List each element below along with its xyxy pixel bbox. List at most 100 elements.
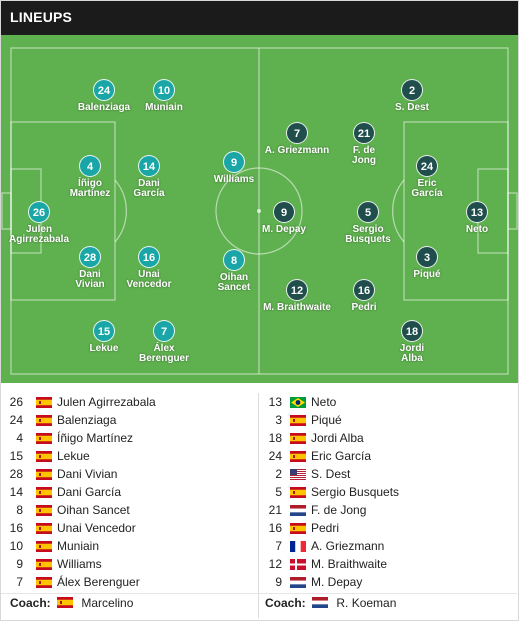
player-number: 7 [16, 575, 23, 589]
lineup-row[interactable]: 28 Dani Vivian [1, 465, 256, 483]
lineup-row[interactable]: 7 A. Griezmann [260, 537, 515, 555]
netherlands-flag-icon [290, 505, 306, 516]
away-coach: Coach: R. Koeman [265, 596, 396, 610]
spain-flag-icon [36, 397, 52, 408]
player-name[interactable]: Lekue [57, 449, 90, 463]
pitch-player-away-4[interactable]: 3 Piqué [382, 246, 472, 280]
player-name: M. Braithwaite [263, 302, 331, 313]
pitch-player-home-8[interactable]: 10 Muniain [119, 79, 209, 113]
pitch-player-away-9[interactable]: 7 A. Griezmann [252, 122, 342, 156]
player-number: 24 [416, 155, 438, 177]
spain-flag-icon [36, 469, 52, 480]
player-name[interactable]: M. Braithwaite [311, 557, 388, 571]
player-number: 9 [273, 201, 295, 223]
lineup-row[interactable]: 9 M. Depay [260, 573, 515, 591]
lineup-row[interactable]: 7 Álex Berenguer [1, 573, 256, 591]
player-name: S. Dest [395, 102, 429, 113]
player-name[interactable]: Julen Agirrezabala [57, 395, 156, 409]
coach-name[interactable]: R. Koeman [336, 596, 397, 610]
player-number: 7 [153, 320, 175, 342]
player-number: 5 [275, 485, 282, 499]
player-number: 8 [223, 249, 245, 271]
lineups-title: LINEUPS [10, 9, 73, 25]
spain-flag-icon [36, 487, 52, 498]
coach-name[interactable]: Marcelino [81, 596, 134, 610]
player-name[interactable]: M. Depay [311, 575, 363, 589]
player-number: 28 [9, 467, 23, 481]
player-name[interactable]: Jordi Alba [311, 431, 364, 445]
player-name[interactable]: S. Dest [311, 467, 351, 481]
player-name[interactable]: Pedri [311, 521, 340, 535]
player-number: 4 [16, 431, 23, 445]
player-name: Muniain [145, 102, 183, 113]
player-name[interactable]: Balenziaga [57, 413, 117, 427]
spain-flag-icon [36, 559, 52, 570]
pitch-player-away-8[interactable]: 16 Pedri [319, 279, 409, 313]
pitch-player-home-2[interactable]: 24 Balenziaga [59, 79, 149, 113]
player-name[interactable]: Neto [311, 395, 337, 409]
player-name[interactable]: Dani García [57, 485, 122, 499]
player-name[interactable]: Dani Vivian [57, 467, 118, 481]
player-number: 16 [138, 246, 160, 268]
player-name[interactable]: Oihan Sancet [57, 503, 130, 517]
pitch-player-away-11[interactable]: 12 M. Braithwaite [252, 279, 342, 313]
player-number: 18 [401, 320, 423, 342]
player-number: 26 [28, 201, 50, 223]
spain-flag-icon [36, 415, 52, 426]
player-name[interactable]: Piqué [311, 413, 342, 427]
pitch-player-home-5[interactable]: 15 Lekue [59, 320, 149, 354]
player-name[interactable]: Muniain [57, 539, 100, 553]
lineup-row[interactable]: 5 Sergio Busquets [260, 483, 515, 501]
player-name[interactable]: Sergio Busquets [311, 485, 400, 499]
player-name[interactable]: Williams [57, 557, 102, 571]
player-name[interactable]: Íñigo Martínez [57, 431, 134, 445]
player-number: 15 [93, 320, 115, 342]
player-name[interactable]: F. de Jong [311, 503, 367, 517]
player-number: 21 [268, 503, 282, 517]
pitch-player-away-10[interactable]: 9 M. Depay [239, 201, 329, 235]
pitch-player-away-2[interactable]: 2 S. Dest [367, 79, 457, 113]
player-name: Lekue [89, 343, 119, 354]
player-number: 7 [275, 539, 282, 553]
player-name[interactable]: Unai Vencedor [57, 521, 136, 535]
pitch-player-home-10[interactable]: 9 Williams [189, 151, 279, 185]
player-number: 9 [275, 575, 282, 589]
netherlands-flag-icon [290, 577, 306, 588]
lineup-row[interactable]: 4 Íñigo Martínez [1, 429, 256, 447]
player-name[interactable]: Eric García [311, 449, 372, 463]
pitch-player-away-1[interactable]: 13 Neto [432, 201, 518, 235]
player-name[interactable]: A. Griezmann [311, 539, 385, 553]
lineup-row[interactable]: 21 F. de Jong [260, 501, 515, 519]
player-name[interactable]: Álex Berenguer [57, 575, 140, 589]
